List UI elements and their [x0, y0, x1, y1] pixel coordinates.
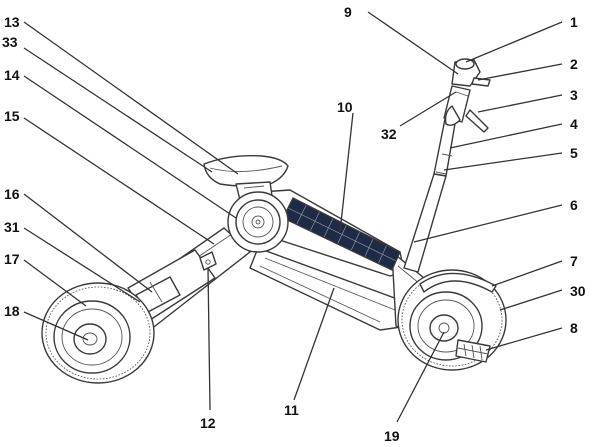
power-switch — [199, 251, 217, 271]
callout-9: 9 — [344, 4, 352, 20]
callout-33: 33 — [2, 34, 18, 50]
callout-16: 16 — [4, 186, 20, 202]
callout-10: 10 — [337, 99, 353, 115]
callout-5: 5 — [570, 145, 578, 161]
callout-18: 18 — [4, 303, 20, 319]
callout-14: 14 — [4, 67, 20, 83]
callout-15: 15 — [4, 108, 20, 124]
callout-layer: 1 2 3 4 5 6 7 8 9 10 11 12 13 14 15 16 1… — [2, 4, 586, 444]
brake-lever — [465, 109, 489, 133]
footrest — [455, 339, 491, 363]
handlebar-cap — [455, 58, 475, 70]
callout-1: 1 — [570, 14, 578, 30]
callout-3: 3 — [570, 87, 578, 103]
callout-30: 30 — [570, 283, 586, 299]
callout-32: 32 — [381, 126, 397, 142]
callout-11: 11 — [284, 402, 299, 418]
column-lower — [403, 173, 447, 273]
front-fender — [419, 272, 497, 293]
callout-13: 13 — [4, 14, 20, 30]
callout-12: 12 — [200, 415, 216, 431]
callout-6: 6 — [570, 197, 578, 213]
front-wheel — [397, 269, 507, 371]
callout-31: 31 — [4, 219, 20, 235]
callout-7: 7 — [570, 253, 578, 269]
callout-8: 8 — [570, 320, 578, 336]
steering-column — [403, 113, 457, 273]
solar-panel — [282, 197, 401, 271]
callout-17: 17 — [4, 251, 20, 267]
hinge-hub — [227, 191, 289, 253]
callout-2: 2 — [570, 56, 578, 72]
callout-19: 19 — [384, 428, 400, 444]
grip — [444, 105, 461, 127]
lower-deck — [249, 247, 409, 331]
callout-4: 4 — [570, 116, 578, 132]
handlebar-assembly — [443, 58, 491, 133]
rear-wheel — [41, 282, 155, 384]
seat-cushion — [203, 154, 289, 187]
